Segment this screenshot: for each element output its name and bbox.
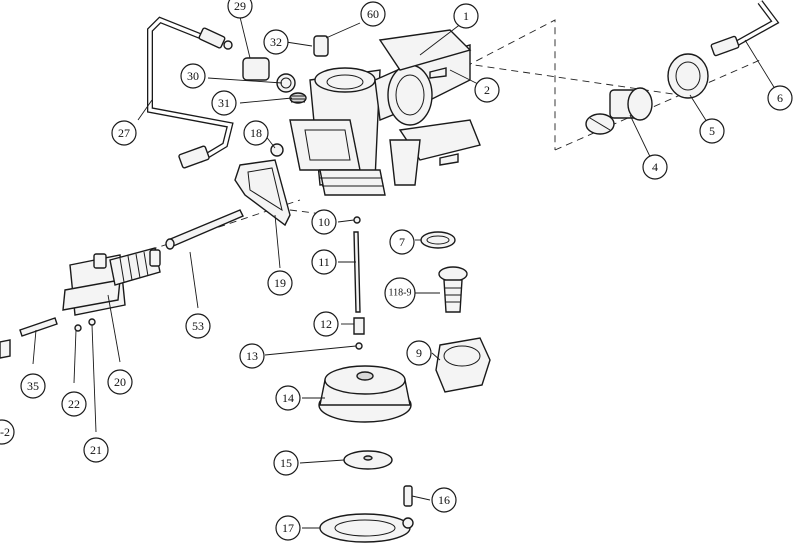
callout-label: 10: [318, 215, 330, 229]
callout-label: 18: [250, 126, 262, 140]
callout-label: 21: [90, 443, 102, 457]
callout-label: 13: [246, 349, 258, 363]
callout-label: 22: [68, 397, 80, 411]
callout-29: 29: [227, 0, 253, 19]
callout-label: 19: [274, 276, 286, 290]
callout-53: 53: [185, 313, 211, 339]
callout-label: 1: [463, 9, 469, 23]
callout-22: 22: [61, 391, 87, 417]
callout-label: 31: [218, 96, 230, 110]
callout-31: 31: [211, 90, 237, 116]
callout-32: 32: [263, 29, 289, 55]
callout-label: 11: [318, 255, 330, 269]
callout-label: 53: [192, 319, 204, 333]
pin-16: [403, 485, 413, 507]
callout-2: 2: [474, 77, 500, 103]
nut-9: [435, 337, 491, 393]
callouts: 1 2 4 5 6 7 9 10 11 118-9 12 13 14 15 16: [0, 0, 793, 541]
callout-label: 2: [484, 83, 490, 97]
callout-15: 15: [273, 450, 299, 476]
small-parts-column: [353, 216, 365, 350]
disc-15: [343, 450, 393, 470]
callout-label: 20: [114, 375, 126, 389]
callout-13: 13: [239, 343, 265, 369]
callout-18: 18: [243, 120, 269, 146]
callout-118-9: 118-9: [384, 277, 416, 309]
callout-14: 14: [275, 385, 301, 411]
fitting-group-top: [223, 35, 329, 157]
callout-label: 9: [416, 346, 422, 360]
plug-118-9: [438, 266, 468, 313]
callout-label: 27: [118, 126, 130, 140]
callout-7: 7: [389, 229, 415, 255]
callout-12: 12: [313, 311, 339, 337]
callout-label: 118-9: [389, 288, 412, 299]
callout-11: 11: [311, 249, 337, 275]
callout-label: 7: [399, 235, 405, 249]
callout-label: 15: [280, 456, 292, 470]
callout-label: 32: [270, 35, 282, 49]
ring-5: [667, 53, 709, 99]
callout-20: 20: [107, 369, 133, 395]
callout-27: 27: [111, 120, 137, 146]
rod-53: [165, 209, 244, 250]
callout-16: 16: [431, 487, 457, 513]
main-body-1: [289, 29, 481, 196]
callout-label: 8-2: [0, 425, 10, 439]
callout-label: 17: [282, 521, 294, 535]
callout-label: 60: [367, 7, 379, 21]
callout-30: 30: [180, 63, 206, 89]
callout-label: 14: [282, 391, 294, 405]
ring-7: [420, 231, 456, 249]
callout-9: 9: [406, 340, 432, 366]
callout-label: 4: [652, 160, 658, 174]
callout-6: 6: [767, 85, 793, 111]
tube-6: [710, 0, 780, 57]
callout-label: 16: [438, 493, 450, 507]
cover-14: [318, 365, 412, 423]
callout-60: 60: [360, 1, 386, 27]
callout-label: 35: [27, 379, 39, 393]
callout-label: 5: [709, 124, 715, 138]
callout-21: 21: [83, 437, 109, 463]
callout-17: 17: [275, 515, 301, 541]
callout-label: 6: [777, 91, 783, 105]
callout-1: 1: [453, 3, 479, 29]
plate-17: [319, 513, 414, 543]
callout-5: 5: [699, 118, 725, 144]
assembly-20: [0, 247, 161, 359]
callout-label: 29: [234, 0, 246, 13]
callout-10: 10: [311, 209, 337, 235]
tube-27: [147, 16, 234, 169]
callout-35: 35: [20, 373, 46, 399]
valve-4: [585, 87, 653, 135]
callout-label: 12: [320, 317, 332, 331]
callout-8-2: 8-2: [0, 419, 15, 445]
callout-19: 19: [267, 270, 293, 296]
gasket-19: [234, 159, 291, 227]
callout-4: 4: [642, 154, 668, 180]
callout-label: 30: [187, 69, 199, 83]
